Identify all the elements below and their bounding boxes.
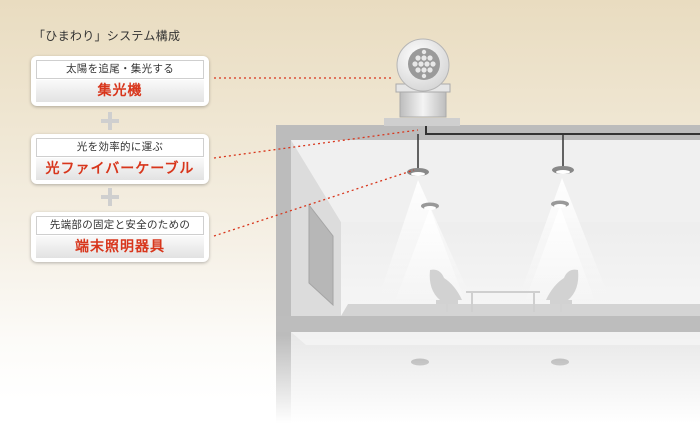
sun-collector-icon (396, 39, 450, 117)
ceiling-light-icon (407, 168, 429, 176)
floor (341, 304, 700, 316)
ceiling-light-icon (552, 166, 574, 174)
roof-pad (384, 118, 460, 126)
fade-overlay (270, 335, 700, 423)
floor-slab (276, 316, 700, 332)
ceiling (291, 140, 700, 222)
